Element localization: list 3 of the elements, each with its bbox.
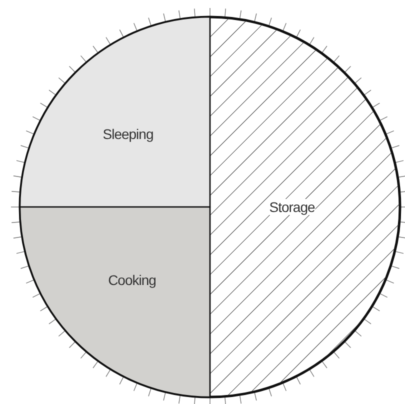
zone-label: Storage — [269, 199, 315, 215]
zone-label: Sleeping — [102, 126, 154, 142]
zone-label: Cooking — [108, 272, 156, 288]
